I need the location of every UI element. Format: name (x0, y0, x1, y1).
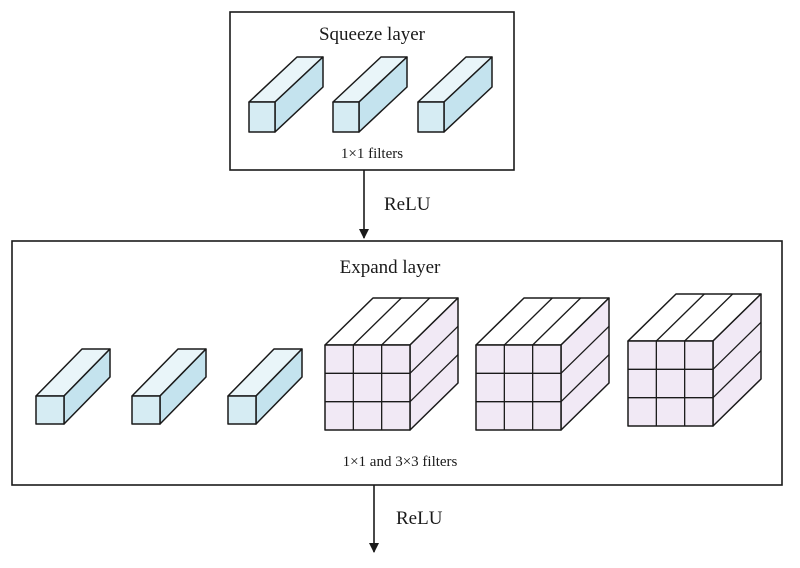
cube-grid-line (560, 354, 610, 403)
relu-label-2: ReLU (396, 508, 443, 529)
filter-front-face (35, 395, 65, 425)
cube-grid-line (712, 350, 762, 399)
squeeze-layer-title: Squeeze layer (319, 24, 426, 45)
cube-grid-line (409, 354, 459, 403)
squeeze-layer-box: Squeeze layer 1×1 filters (229, 11, 515, 171)
cube-grid-line (655, 293, 705, 342)
cube-front-face (627, 340, 714, 427)
relu-arrow-2: ReLU (369, 485, 443, 553)
filter-1x1 (248, 56, 324, 133)
filter-front-face (131, 395, 161, 425)
filter-front-face (417, 101, 445, 133)
filter-1x1 (332, 56, 408, 133)
expand-filters (35, 293, 762, 431)
expand-layer-box: Expand layer 1×1 and 3×3 filters (11, 240, 783, 486)
cube-grid-line (503, 297, 553, 346)
relu-label-1: ReLU (384, 194, 431, 215)
cube-front-face (475, 344, 562, 431)
filter-3x3 (324, 297, 459, 431)
filter-front-face (227, 395, 257, 425)
filter-3x3 (627, 293, 762, 427)
squeeze-filters (248, 56, 493, 133)
filter-1x1 (227, 348, 303, 425)
cube-grid-line (352, 297, 402, 346)
cube-grid-line (381, 297, 431, 346)
expand-layer-caption: 1×1 and 3×3 filters (343, 454, 458, 470)
filter-1x1 (417, 56, 493, 133)
cube-grid-line (409, 325, 459, 374)
filter-3x3 (475, 297, 610, 431)
cube-grid-line (712, 321, 762, 370)
filter-front-face (332, 101, 360, 133)
filter-1x1 (131, 348, 207, 425)
expand-layer-title: Expand layer (340, 257, 441, 278)
filter-front-face (248, 101, 276, 133)
cube-grid-line (684, 293, 734, 342)
squeeze-layer-caption: 1×1 filters (341, 146, 403, 162)
cube-grid-line (560, 325, 610, 374)
cube-grid-line (532, 297, 582, 346)
filter-1x1 (35, 348, 111, 425)
cube-front-face (324, 344, 411, 431)
relu-arrow-1: ReLU (359, 170, 431, 239)
